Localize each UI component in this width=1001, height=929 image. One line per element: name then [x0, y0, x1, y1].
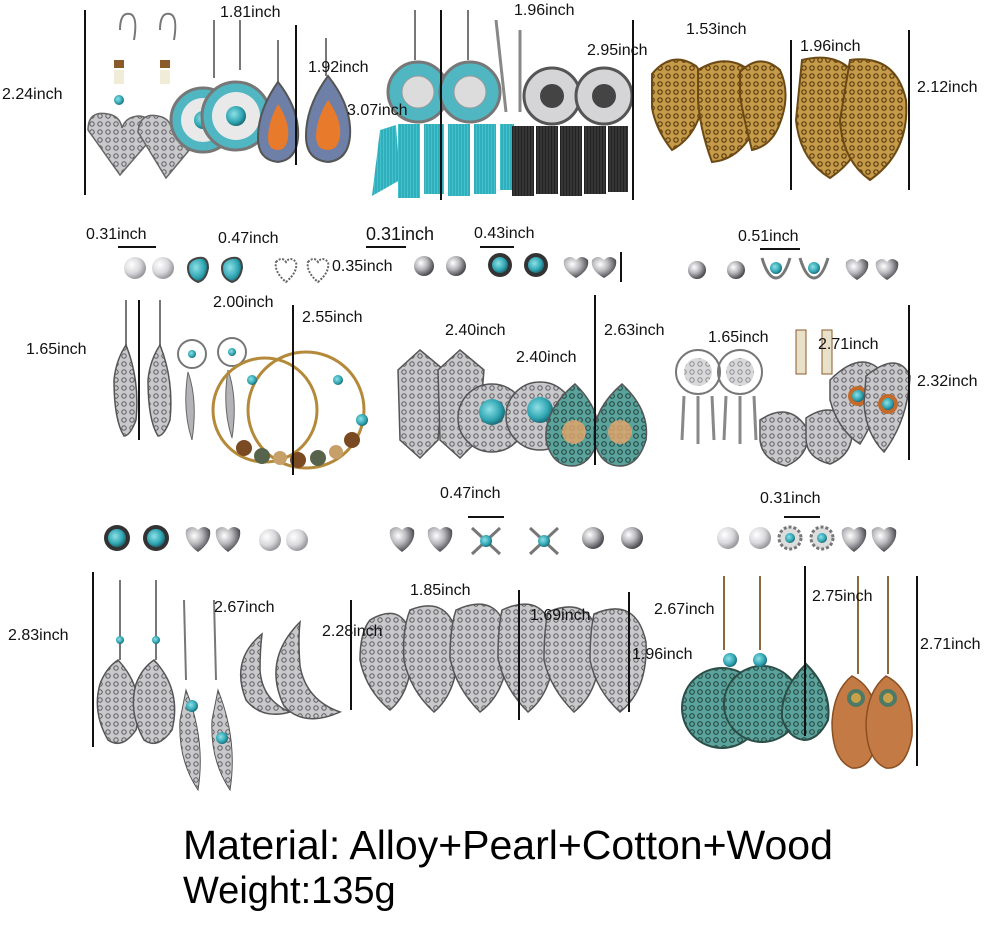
- measurement-label: 1.81inch: [220, 4, 281, 21]
- measure-line: [480, 246, 514, 248]
- cross-stud-left: [470, 526, 502, 556]
- measurement-label: 1.96inch: [514, 2, 575, 19]
- measure-line: [908, 30, 910, 190]
- measurement-label: 1.65inch: [26, 341, 87, 358]
- row5-wood-leaf-earrings: [831, 576, 913, 769]
- measurement-label: 1.92inch: [308, 59, 369, 76]
- row3-filigree-teardrops: [113, 300, 172, 437]
- measurement-label: 1.53inch: [686, 21, 747, 38]
- row3-dreamcatcher-feathers: [177, 337, 247, 441]
- measurement-label: 0.31inch: [760, 490, 821, 507]
- row2-studs-left: [124, 256, 330, 284]
- measure-line: [366, 246, 406, 248]
- row1-gold-filigree-hoops: [794, 56, 908, 182]
- row1-teardrop-enamel-earrings: [256, 38, 352, 164]
- measure-line: [784, 516, 820, 518]
- measure-line: [440, 10, 442, 200]
- row3-feather-medallion-earrings: [829, 361, 911, 454]
- measurement-label: 1.69inch: [530, 607, 591, 624]
- row1-turquoise-tassel-earrings: [372, 10, 514, 198]
- row5-silver-filigree-fans: [359, 603, 647, 714]
- measurement-label: 0.43inch: [474, 225, 535, 242]
- weight-caption: Weight:135g: [183, 870, 396, 912]
- measure-line: [916, 576, 918, 766]
- measurement-label: 2.40inch: [445, 322, 506, 339]
- measurement-label: 2.71inch: [818, 336, 879, 353]
- row3-mandala-teardrops: [545, 382, 648, 467]
- row3-beaded-hoops: [211, 350, 368, 470]
- measurement-label: 0.51inch: [738, 228, 799, 245]
- measurement-label: 2.24inch: [2, 86, 63, 103]
- measure-line: [628, 592, 630, 712]
- material-caption: Material: Alloy+Pearl+Cotton+Wood: [183, 822, 833, 868]
- measure-line: [118, 246, 156, 248]
- measurement-label: 2.67inch: [654, 601, 715, 618]
- measurement-label: 2.75inch: [812, 588, 873, 605]
- measurement-label: 2.40inch: [516, 349, 577, 366]
- measurement-label: 3.07inch: [347, 102, 408, 119]
- measure-line: [295, 25, 297, 165]
- row4-studs-middle: [389, 526, 643, 556]
- row4-studs-right: [717, 525, 897, 552]
- row5-crescent-moon-earrings: [239, 619, 343, 720]
- measure-line: [632, 20, 634, 200]
- measure-line: [804, 566, 806, 736]
- measure-line: [92, 572, 94, 747]
- measurement-label: 0.31inch: [366, 224, 435, 244]
- measurement-label: 1.96inch: [800, 38, 861, 55]
- measurement-label: 2.00inch: [213, 294, 274, 311]
- row3-monstera-leaf-earrings: [759, 329, 853, 467]
- row2-studs-middle: [414, 253, 617, 278]
- measure-line: [760, 248, 800, 250]
- measurement-label: 2.67inch: [214, 599, 275, 616]
- measurement-label: 2.32inch: [917, 373, 978, 390]
- row5-patina-disc-earrings: [681, 576, 801, 749]
- row4-studs-left: [104, 525, 308, 552]
- measurement-label: 0.31inch: [86, 226, 147, 243]
- measure-line: [138, 300, 140, 440]
- measurement-label: 0.47inch: [440, 485, 501, 502]
- row5-feather-earrings: [179, 599, 233, 792]
- measurement-label: 0.35inch: [332, 258, 393, 275]
- measure-line: [594, 295, 596, 465]
- measure-line: [790, 40, 792, 190]
- row2-studs-right: [688, 257, 899, 280]
- cross-stud-right: [528, 526, 560, 556]
- measure-line: [350, 600, 352, 710]
- measurement-label: 2.12inch: [917, 79, 978, 96]
- measure-line: [908, 305, 910, 460]
- measure-line: [84, 10, 86, 195]
- measurement-label: 2.63inch: [604, 322, 665, 339]
- measurement-label: 1.65inch: [708, 329, 769, 346]
- measurement-label: 2.28inch: [322, 623, 383, 640]
- row1-gold-leaf-earrings: [651, 58, 787, 164]
- measurement-label: 2.83inch: [8, 627, 69, 644]
- measure-line: [518, 590, 520, 720]
- measure-line: [292, 305, 294, 475]
- row3-dreamcatcher-earrings: [675, 349, 763, 444]
- row5-filigree-leaf-earrings: [96, 580, 176, 745]
- measurement-label: 2.71inch: [920, 636, 981, 653]
- measure-line: [620, 252, 622, 282]
- measurement-label: 1.96inch: [632, 646, 693, 663]
- measurement-label: 0.47inch: [218, 230, 279, 247]
- measurement-label: 1.85inch: [410, 582, 471, 599]
- row1-black-tassel-earrings: [494, 19, 634, 196]
- measurement-label: 2.55inch: [302, 309, 363, 326]
- measure-line: [468, 516, 504, 518]
- measurement-label: 2.95inch: [587, 42, 648, 59]
- row1-flower-disc-earrings: [169, 20, 272, 154]
